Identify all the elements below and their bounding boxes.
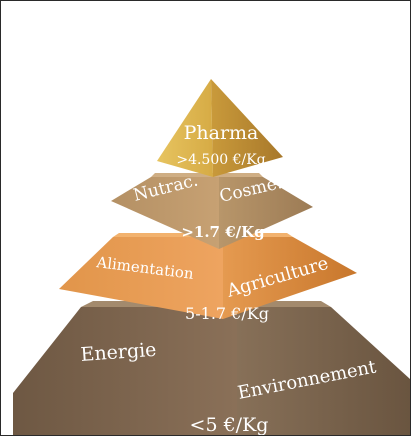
tier-pharma [157, 79, 283, 177]
nutrac-cosme-value: >1.7 €/Kg [181, 223, 265, 241]
energie-label: Energie [80, 339, 157, 366]
pharma-value: >4.500 €/Kg [176, 152, 265, 168]
tier-alimentation-agriculture [59, 233, 357, 319]
energie-environnement-value: <5 €/Kg [190, 414, 269, 435]
alimentation-agriculture-value: 5-1.7 €/Kg [185, 304, 269, 323]
pharma-label: Pharma [184, 122, 259, 144]
